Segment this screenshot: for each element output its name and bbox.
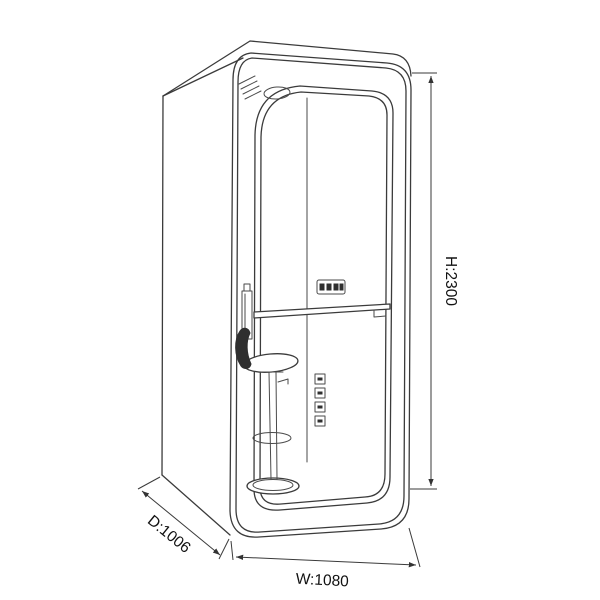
- stool-seat: [243, 353, 299, 373]
- glass-door-frame: [253, 85, 394, 511]
- ventilation-grille: [238, 75, 262, 100]
- glass-frame-inner: [259, 91, 388, 505]
- height-dimension: H:2300: [410, 72, 459, 490]
- booth-outline: [161, 40, 412, 538]
- stool-foot-ring: [252, 432, 292, 444]
- depth-dimension: D:1006: [137, 476, 230, 560]
- interior-fittings: [235, 279, 391, 495]
- booth-front-outer-frame: [229, 52, 412, 538]
- booth-left-edge: [161, 95, 164, 476]
- depth-dimension-label: D:1006: [144, 512, 194, 557]
- stool-base: [246, 477, 300, 495]
- stool-column: [268, 371, 289, 480]
- booth-front-inner-frame: [235, 57, 407, 533]
- stool-backrest: [235, 327, 252, 369]
- booth-top-edge: [162, 40, 412, 97]
- bar-stool: [235, 327, 300, 495]
- control-panel: [316, 279, 346, 295]
- power-sockets: [314, 373, 326, 427]
- height-dimension-label: H:2300: [442, 256, 459, 306]
- width-dimension: W:1080: [230, 527, 421, 591]
- booth-side-top-edge: [162, 57, 244, 97]
- width-dimension-label: W:1080: [295, 571, 349, 591]
- glass-frame-outer: [253, 85, 394, 511]
- desk-shelf: [253, 303, 391, 319]
- ceiling-light: [263, 86, 291, 100]
- ceiling-fittings: [238, 75, 291, 100]
